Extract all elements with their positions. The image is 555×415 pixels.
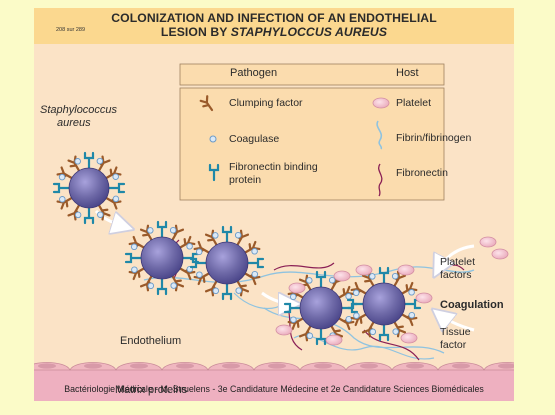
platelet-7 bbox=[400, 332, 418, 344]
bacterium-1 bbox=[52, 151, 126, 225]
platelet-3 bbox=[355, 264, 373, 276]
matrix-layer bbox=[34, 370, 514, 401]
platelet-9 bbox=[479, 236, 497, 248]
platelet-10 bbox=[491, 248, 509, 260]
organism-label-2: aureus bbox=[57, 117, 91, 129]
arrow-aggregation bbox=[261, 291, 296, 304]
endothelium bbox=[34, 362, 514, 371]
legend-platelet-label: Platelet bbox=[396, 97, 432, 109]
platelet-4 bbox=[397, 264, 415, 276]
legend-coagulase-icon bbox=[209, 135, 217, 143]
title-line-1: COLONIZATION AND INFECTION OF AN ENDOTHE… bbox=[111, 11, 437, 25]
platelet-factors-label-2: factors bbox=[440, 269, 472, 281]
platelet-5 bbox=[415, 292, 433, 304]
legend-fibronectin-icon bbox=[378, 163, 383, 197]
arrow-platelet-factors bbox=[436, 244, 475, 273]
diagram-artwork bbox=[34, 63, 514, 401]
footer-credit: Bactériologie Médicale - M. Struelens - … bbox=[64, 384, 484, 394]
organism-label-1: Staphylococcus bbox=[40, 104, 118, 116]
title-band: 208 sur 289 COLONIZATION AND INFECTION O… bbox=[34, 8, 514, 44]
bacterium-5 bbox=[346, 266, 422, 342]
platelet-factors-label-1: Platelet bbox=[440, 256, 476, 268]
legend-fibrin-icon bbox=[376, 120, 383, 150]
platelet-8 bbox=[275, 324, 293, 336]
arrow-tissue-factor bbox=[436, 312, 475, 330]
legend-box bbox=[179, 87, 445, 201]
legend-fnbp-label-1: Fibronectin binding bbox=[229, 161, 318, 173]
legend-heading-bar bbox=[179, 63, 445, 86]
tissue-factor-label-2: factor bbox=[440, 339, 467, 351]
bacteria-group bbox=[52, 151, 509, 346]
title-line-2-prefix: LESION BY bbox=[160, 25, 231, 39]
page-number: 208 sur 289 bbox=[56, 27, 86, 33]
platelet-2 bbox=[333, 270, 351, 282]
platelet-6 bbox=[325, 334, 343, 346]
legend-pathogen-heading: Pathogen bbox=[230, 67, 278, 79]
legend-coagulase-label: Coagulase bbox=[229, 133, 280, 145]
title-line-2: LESION BY STAPHYLOCCUS AUREUS bbox=[34, 25, 514, 39]
legend-host-heading: Host bbox=[396, 67, 419, 79]
coagulation-label: Coagulation bbox=[440, 299, 504, 311]
legend-fibronectin-label: Fibronectin bbox=[396, 167, 448, 179]
platelet-1 bbox=[288, 282, 306, 294]
legend-fibrin-label: Fibrin/fibrinogen bbox=[396, 132, 472, 144]
legend-clumping-factor-label: Clumping factor bbox=[229, 97, 303, 109]
legend-fnbp-label-2: protein bbox=[229, 174, 262, 186]
title-line-2-organism: STAPHYLOCCUS AUREUS bbox=[230, 25, 388, 39]
bacterium-2 bbox=[124, 220, 200, 296]
endothelium-label: Endothelium bbox=[120, 335, 182, 347]
legend-platelet-icon bbox=[372, 97, 390, 109]
matrix-proteins-label: Matrix proteins bbox=[115, 384, 188, 396]
bacterium-3 bbox=[189, 225, 265, 301]
tissue-factor-label-1: Tissue bbox=[440, 326, 471, 338]
slide: 208 sur 289 COLONIZATION AND INFECTION O… bbox=[34, 8, 514, 401]
